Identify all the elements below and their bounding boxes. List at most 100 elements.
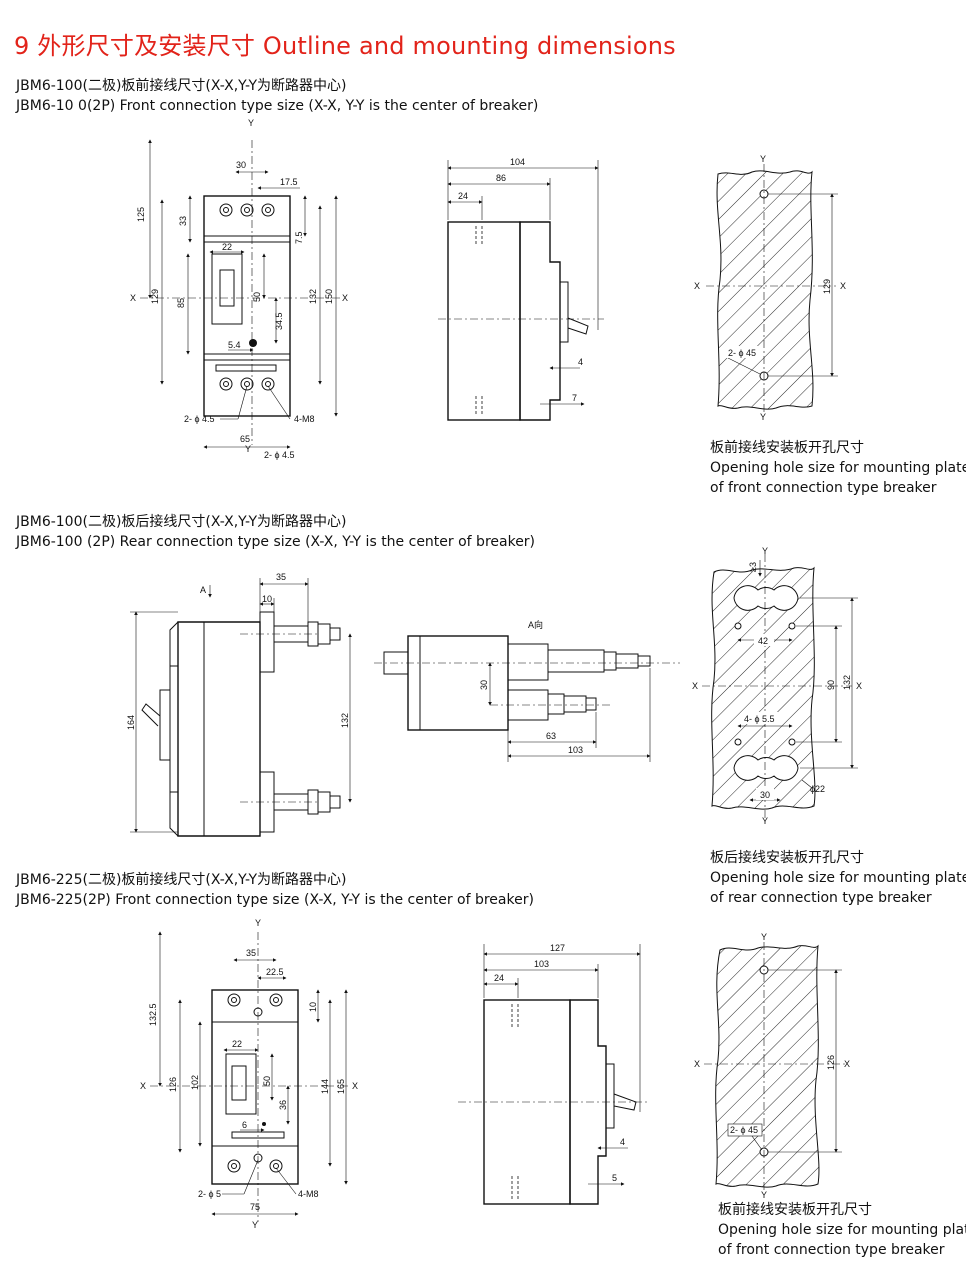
s1-screw: 4-M8 xyxy=(294,414,315,424)
s1-dim-22: 22 xyxy=(222,242,232,252)
s1-terminal-5 xyxy=(240,377,254,391)
s2-panel-axis-y-top: Y xyxy=(762,546,768,556)
s3-dim-144: 144 xyxy=(320,1079,330,1094)
panel-2-caption-cn: 板后接线安装板开孔尺寸 xyxy=(710,850,864,866)
s2-panel-hole: 4- ϕ 5.5 xyxy=(744,714,775,724)
s1-axis-y-top: Y xyxy=(248,118,254,128)
s1-panel-axis-x-right: X xyxy=(840,281,846,291)
s1-panel-axis-x-left: X xyxy=(694,281,700,291)
s1-dim-30: 30 xyxy=(236,160,246,170)
s3-front-view: Y Y X X 35 22.5 132.5 10 22 126 102 50 3… xyxy=(140,918,358,1230)
s3-axis-y-bottom: Y xyxy=(252,1220,258,1230)
s1-side-dim-104: 104 xyxy=(510,157,525,167)
s1-panel-axis-y-top: Y xyxy=(760,154,766,164)
panel-2-caption: 板后接线安装板开孔尺寸 Opening hole size for mounti… xyxy=(710,848,966,908)
s3-side-dim-24: 24 xyxy=(494,973,504,983)
section-1-heading-cn: JBM6-100(二极)板前接线尺寸(X-X,Y-Y为断路器中心) xyxy=(16,78,347,94)
s1-dim-85: 85 xyxy=(176,298,186,308)
s1-dim-17-5: 17.5 xyxy=(280,177,298,187)
page-title: 9 外形尺寸及安装尺寸 Outline and mounting dimensi… xyxy=(14,32,676,60)
s3-panel-axis-y-top: Y xyxy=(761,932,767,942)
s1-dim-129: 129 xyxy=(150,289,160,304)
section-1-heading: JBM6-100(二极)板前接线尺寸(X-X,Y-Y为断路器中心) JBM6-1… xyxy=(16,76,538,116)
s3-dim-165: 165 xyxy=(336,1079,346,1094)
s1-terminal-3 xyxy=(261,203,275,217)
s2-panel-dim-132: 132 xyxy=(842,675,852,690)
s1-dim-150: 150 xyxy=(324,289,334,304)
panel-3-caption: 板前接线安装板开孔尺寸 Opening hole size for mounti… xyxy=(718,1200,966,1260)
s2-panel: Y Y X X ≥3 42 90 132 4- ϕ 5.5 30 ϕ22 xyxy=(692,546,862,826)
s2-panel-axis-y-bottom: Y xyxy=(762,816,768,826)
s3-dim-132-5: 132.5 xyxy=(148,1003,158,1026)
panel-1-caption-en1: Opening hole size for mounting plate xyxy=(710,460,966,476)
s1-hole-bottom: 2- ϕ 4.5 xyxy=(264,450,295,460)
s2-dim-164: 164 xyxy=(126,715,136,730)
s1-panel-hole: 2- ϕ 45 xyxy=(728,348,756,358)
s3-axis-x-right: X xyxy=(352,1081,358,1091)
s1-dim-34-5: 34.5 xyxy=(274,312,284,330)
s1-panel-dim-129: 129 xyxy=(822,279,832,294)
section-2-heading: JBM6-100(二极)板后接线尺寸(X-X,Y-Y为断路器中心) JBM6-1… xyxy=(16,512,535,552)
s1-side-view: 104 86 24 4 7 xyxy=(438,157,604,421)
s3-dim-36: 36 xyxy=(278,1100,288,1110)
s2-side-view: A 35 10 164 132 xyxy=(126,572,352,837)
s1-side-dim-4: 4 xyxy=(578,357,583,367)
s2-a-dim-63: 63 xyxy=(546,731,556,741)
s1-reset-button xyxy=(249,339,257,347)
s3-dim-35: 35 xyxy=(246,948,256,958)
s3-panel-axis-y-bottom: Y xyxy=(761,1190,767,1200)
s3-dim-22: 22 xyxy=(232,1039,242,1049)
s3-panel: Y Y X X 126 2- ϕ 45 xyxy=(694,932,850,1200)
s1-dim-33: 33 xyxy=(178,216,188,226)
section-3-heading-en: JBM6-225(2P) Front connection type size … xyxy=(16,892,534,908)
s1-terminal-1 xyxy=(219,203,233,217)
s2-a-dim-103: 103 xyxy=(568,745,583,755)
s2-panel-dim-3: ≥3 xyxy=(748,562,758,572)
s1-hole-left: 2- ϕ 4.5 xyxy=(184,414,215,424)
s1-dim-125: 125 xyxy=(136,207,146,222)
s1-dim-7-5: 7.5 xyxy=(294,231,304,244)
s1-side-dim-7: 7 xyxy=(572,393,577,403)
s2-a-dim-30: 30 xyxy=(479,680,489,690)
s3-axis-y-top: Y xyxy=(255,918,261,928)
s1-dim-5-4: 5.4 xyxy=(228,340,241,350)
s1-terminal-2 xyxy=(240,203,254,217)
s1-side-dim-24: 24 xyxy=(458,191,468,201)
panel-3-caption-en1: Opening hole size for mounting plate xyxy=(718,1222,966,1238)
s1-terminal-4 xyxy=(219,377,233,391)
s3-dim-6: 6 xyxy=(242,1120,247,1130)
panel-1-caption-en2: of front connection type breaker xyxy=(710,480,937,496)
s1-dim-65: 65 xyxy=(240,434,250,444)
s2-dim-132: 132 xyxy=(340,713,350,728)
s3-panel-dim-126: 126 xyxy=(826,1055,836,1070)
s2-panel-axis-x-right: X xyxy=(856,681,862,691)
s1-axis-x-left: X xyxy=(130,293,136,303)
s2-arrow-a: A xyxy=(200,585,206,595)
s3-dim-102: 102 xyxy=(190,1075,200,1090)
s3-hole-left: 2- ϕ 5 xyxy=(198,1189,221,1199)
s3-panel-hole: 2- ϕ 45 xyxy=(730,1125,758,1135)
s1-axis-y-bottom: Y xyxy=(245,444,251,454)
s3-side-dim-103: 103 xyxy=(534,959,549,969)
s2-a-view-label: A向 xyxy=(528,619,543,630)
s3-side-view: 127 103 24 4 5 xyxy=(458,943,650,1205)
panel-1-caption-cn: 板前接线安装板开孔尺寸 xyxy=(710,440,864,456)
s1-dim-50: 50 xyxy=(252,292,262,302)
s3-dim-10: 10 xyxy=(308,1002,318,1012)
s1-panel: Y Y X X 129 2- ϕ 45 xyxy=(694,154,846,422)
s2-dim-35: 35 xyxy=(276,572,286,582)
section-3-heading: JBM6-225(二极)板前接线尺寸(X-X,Y-Y为断路器中心) JBM6-2… xyxy=(16,870,534,910)
s3-side-dim-5: 5 xyxy=(612,1173,617,1183)
s2-dim-10: 10 xyxy=(262,594,272,604)
s3-dim-50: 50 xyxy=(262,1076,272,1086)
panel-2-caption-en1: Opening hole size for mounting plate xyxy=(710,870,966,886)
s3-axis-x-left: X xyxy=(140,1081,146,1091)
section-3-heading-cn: JBM6-225(二极)板前接线尺寸(X-X,Y-Y为断路器中心) xyxy=(16,872,347,888)
s2-panel-dim-90: 90 xyxy=(826,680,836,690)
panel-2-caption-en2: of rear connection type breaker xyxy=(710,890,932,906)
section-2-heading-cn: JBM6-100(二极)板后接线尺寸(X-X,Y-Y为断路器中心) xyxy=(16,514,347,530)
s1-terminal-6 xyxy=(261,377,275,391)
panel-3-caption-en2: of front connection type breaker xyxy=(718,1242,945,1258)
section-2-heading-en: JBM6-100 (2P) Rear connection type size … xyxy=(16,534,536,550)
